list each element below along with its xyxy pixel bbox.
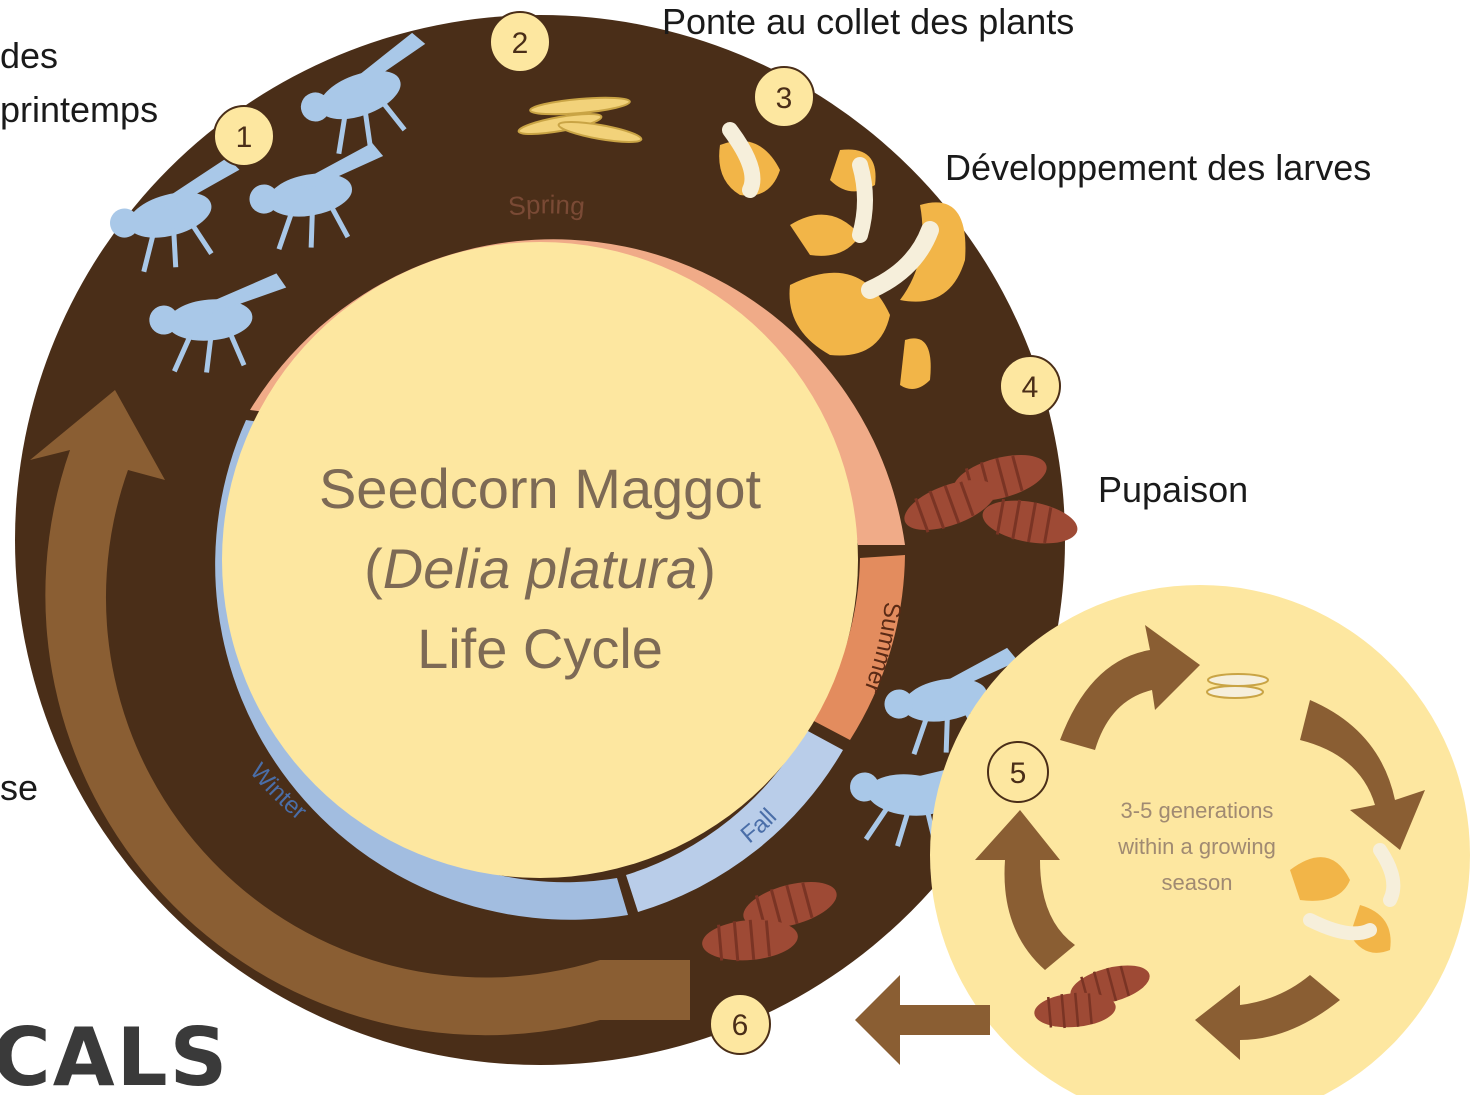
stage-number-3: 3 <box>776 82 793 115</box>
generations-text-2: within a growing <box>1117 834 1276 859</box>
annotation-stage-3: Ponte au collet des plants <box>662 4 1074 40</box>
generations-text-1: 3-5 generations <box>1121 798 1274 823</box>
annotation-stage-4: Développement des larves <box>945 150 1371 186</box>
stage-number-1: 1 <box>236 121 253 154</box>
annotation-stage-1-line1: des <box>0 38 58 74</box>
title-line1: Seedcorn Maggot <box>319 457 762 520</box>
stage-number-6: 6 <box>732 1009 749 1042</box>
title-line2: (Delia platura) <box>364 537 716 600</box>
generations-egg <box>1208 674 1268 686</box>
annotation-stage-5: Pupaison <box>1098 472 1248 508</box>
stage-number-4: 4 <box>1022 371 1039 404</box>
spring-label: Spring <box>507 189 586 221</box>
stage-number-2: 2 <box>512 27 529 60</box>
cals-logo: CALS <box>0 1011 229 1095</box>
stage-number-5: 5 <box>1010 757 1027 790</box>
title-line3: Life Cycle <box>417 617 663 680</box>
annotation-stage-6: se <box>0 770 38 806</box>
annotation-stage-1-line2: printemps <box>0 92 158 128</box>
generations-text-3: season <box>1162 870 1233 895</box>
generations-egg <box>1207 686 1263 698</box>
